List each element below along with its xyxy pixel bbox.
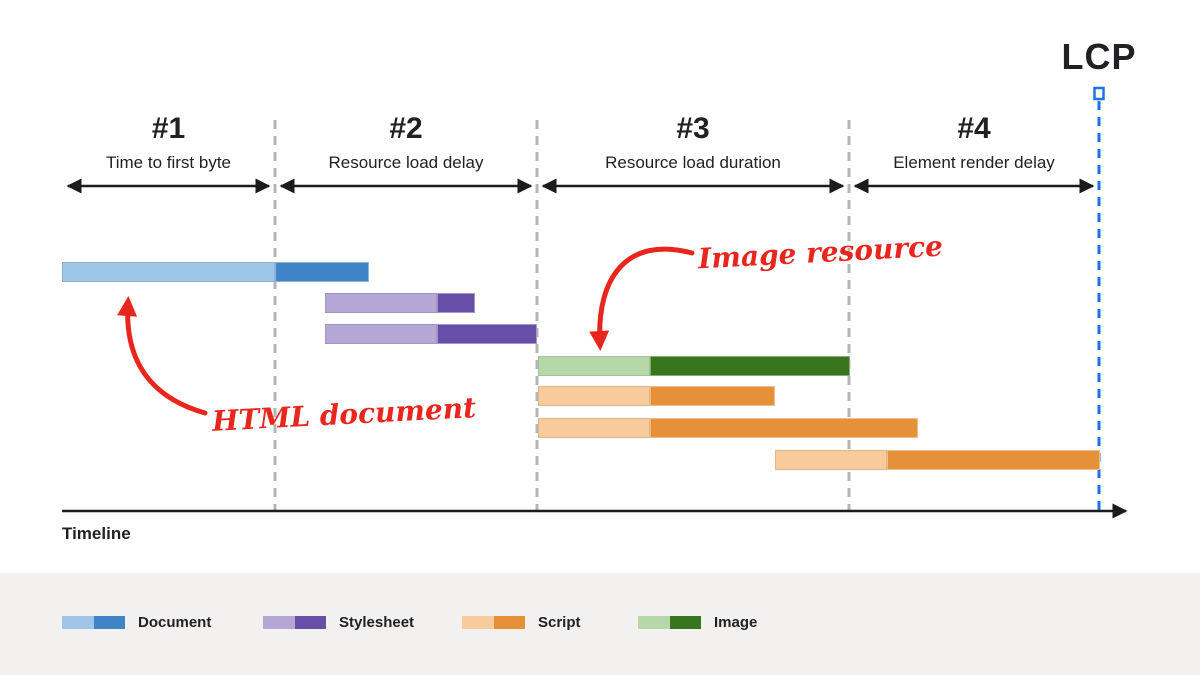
script-bar-light-segment xyxy=(775,450,887,470)
image-resource-annotation-arrow xyxy=(589,246,695,351)
stylesheet-bar-light-segment xyxy=(325,293,437,313)
legend-item-stylesheet: Stylesheet xyxy=(263,614,414,631)
legend-strip xyxy=(0,573,1200,675)
script-bar-dark-segment xyxy=(887,450,1100,470)
image-light-swatch xyxy=(638,616,670,629)
document-bar-dark-segment xyxy=(275,262,369,282)
image-bar-light-segment xyxy=(538,356,650,376)
stylesheet-swatch-icon xyxy=(263,616,326,629)
image-bar-dark-segment xyxy=(650,356,850,376)
document-swatch-icon xyxy=(62,616,125,629)
legend-item-image: Image xyxy=(638,614,757,631)
legend-label: Stylesheet xyxy=(339,614,415,631)
legend-item-script: Script xyxy=(462,614,581,631)
legend-label: Script xyxy=(538,614,581,631)
legend-label: Image xyxy=(714,614,758,631)
stylesheet-bar-light-segment xyxy=(325,324,437,344)
stylesheet-light-swatch xyxy=(263,616,295,629)
image-swatch-icon xyxy=(638,616,701,629)
legend-label: Document xyxy=(138,614,212,631)
document-dark-swatch xyxy=(93,616,125,629)
stylesheet-bar-dark-segment xyxy=(437,293,475,313)
stylesheet-bar-dark-segment xyxy=(437,324,537,344)
legend-item-document: Document xyxy=(62,614,211,631)
stylesheet-dark-swatch xyxy=(294,616,326,629)
script-dark-swatch xyxy=(493,616,525,629)
document-light-swatch xyxy=(62,616,94,629)
document-bar-light-segment xyxy=(62,262,275,282)
script-bar-light-segment xyxy=(538,386,650,406)
script-bar-light-segment xyxy=(538,418,650,438)
image-dark-swatch xyxy=(669,616,701,629)
script-bar-dark-segment xyxy=(650,386,775,406)
script-bar-dark-segment xyxy=(650,418,918,438)
script-light-swatch xyxy=(462,616,494,629)
lcp-marker-handle xyxy=(1093,86,1105,101)
html-document-annotation-arrow xyxy=(117,296,208,416)
script-swatch-icon xyxy=(462,616,525,629)
